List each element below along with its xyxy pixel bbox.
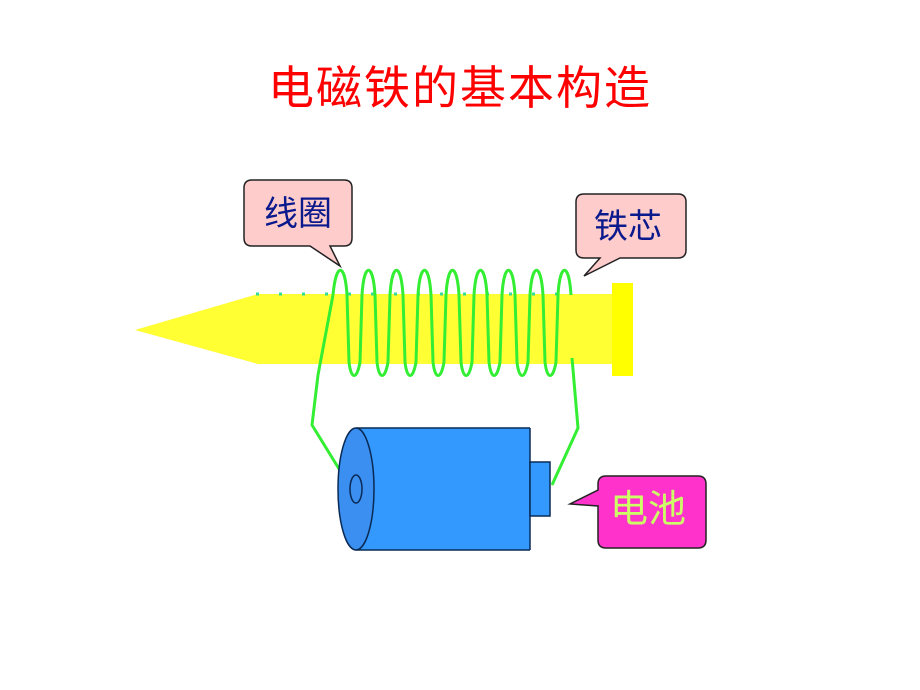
coil-label: 线圈 <box>264 194 332 234</box>
coil <box>310 269 580 491</box>
page-title: 电磁铁的基本构造 <box>268 61 652 115</box>
core-head <box>612 283 633 376</box>
battery-callout-bubble <box>567 475 707 549</box>
core-callout-bubble <box>575 193 687 277</box>
battery-callout: 电池 <box>567 475 707 549</box>
core-label: 铁芯 <box>594 207 662 247</box>
battery-terminal-hole <box>349 474 363 504</box>
core-shaft <box>257 294 615 364</box>
battery-body <box>354 428 530 550</box>
battery-positive-terminal <box>529 461 551 517</box>
coil-winding <box>331 269 573 377</box>
battery <box>337 427 551 551</box>
iron-core <box>135 283 633 376</box>
battery-end-face <box>337 427 375 551</box>
core-tip <box>135 294 258 364</box>
core-callout: 铁芯 <box>575 193 687 277</box>
battery-label: 电池 <box>610 487 686 531</box>
coil-callout-bubble <box>243 179 353 269</box>
coil-right-lead <box>550 357 580 486</box>
coil-callout: 线圈 <box>243 179 353 269</box>
coil-left-lead <box>310 294 354 491</box>
